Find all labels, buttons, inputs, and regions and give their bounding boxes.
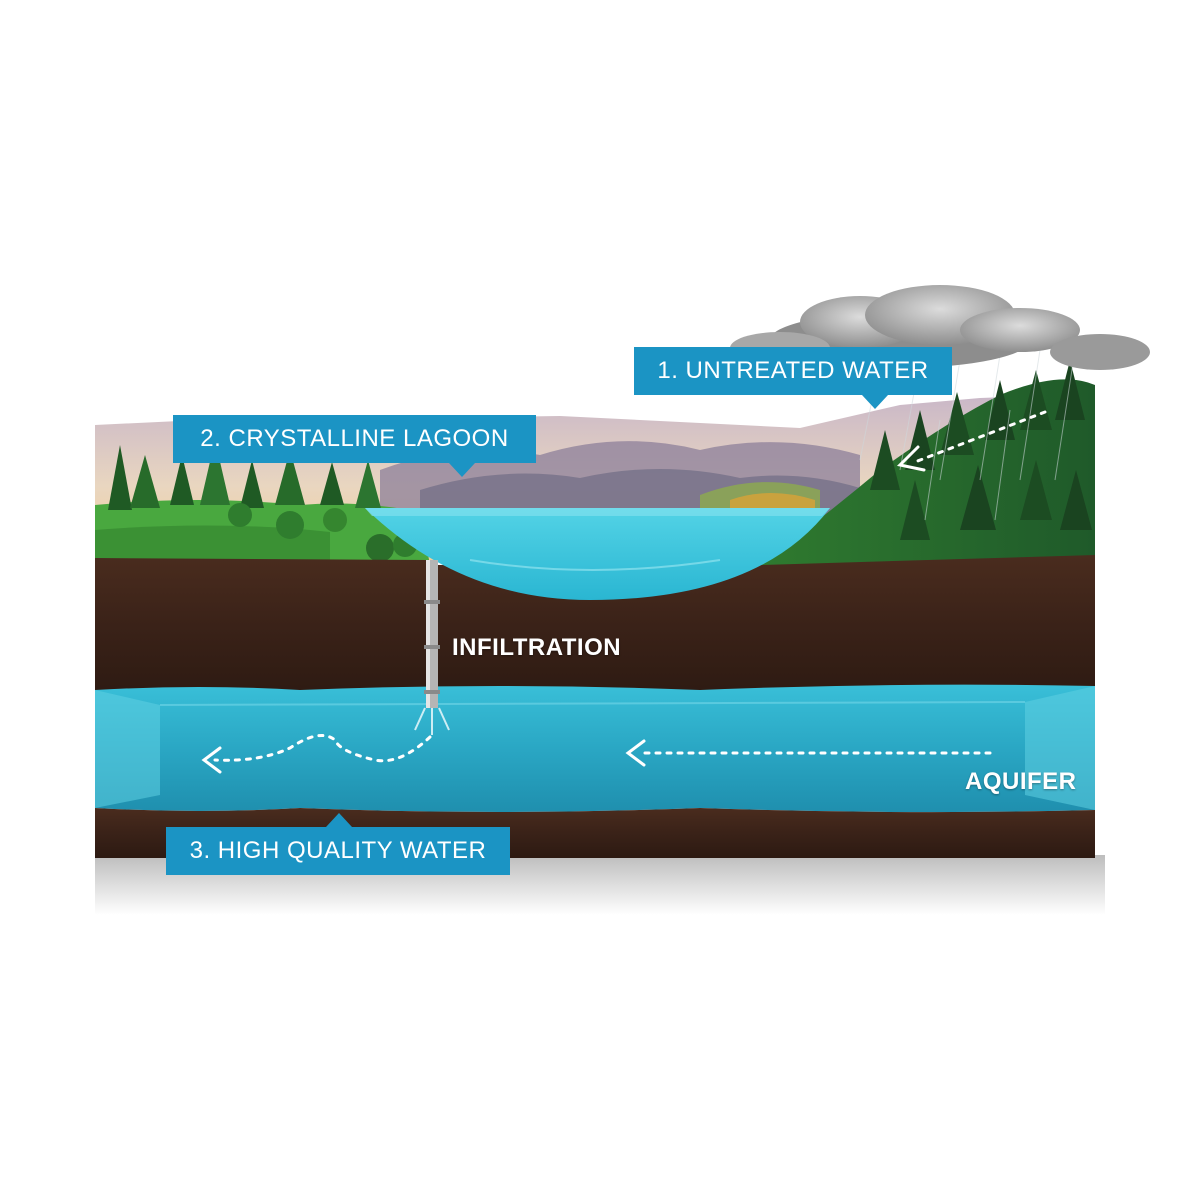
- infiltration-label: INFILTRATION: [452, 634, 622, 661]
- label-pointer: [326, 813, 352, 827]
- label-pointer: [862, 395, 888, 409]
- label-pointer: [449, 463, 475, 477]
- dotted-arrow-icon: [201, 734, 432, 774]
- crystalline-lagoon: [365, 508, 830, 600]
- dotted-arrow-icon: [896, 410, 1047, 472]
- pipe-icon: [414, 560, 450, 735]
- high-quality-water-label: 3. HIGH QUALITY WATER: [166, 813, 510, 875]
- crystalline-lagoon-label: 2. CRYSTALLINE LAGOON: [173, 415, 536, 477]
- aquifer-layer: [95, 684, 1095, 813]
- rain-icon: [859, 349, 1076, 521]
- untreated-water-text: 1. UNTREATED WATER: [657, 357, 929, 384]
- high-quality-water-text: 3. HIGH QUALITY WATER: [189, 837, 487, 864]
- aquifer-label: AQUIFER: [965, 768, 1077, 795]
- topsoil-layer: [95, 555, 1095, 698]
- left-meadow: [95, 440, 430, 565]
- untreated-water-label: 1. UNTREATED WATER: [634, 347, 952, 409]
- dotted-arrow-icon: [625, 739, 992, 767]
- crystalline-lagoon-text: 2. CRYSTALLINE LAGOON: [200, 425, 509, 452]
